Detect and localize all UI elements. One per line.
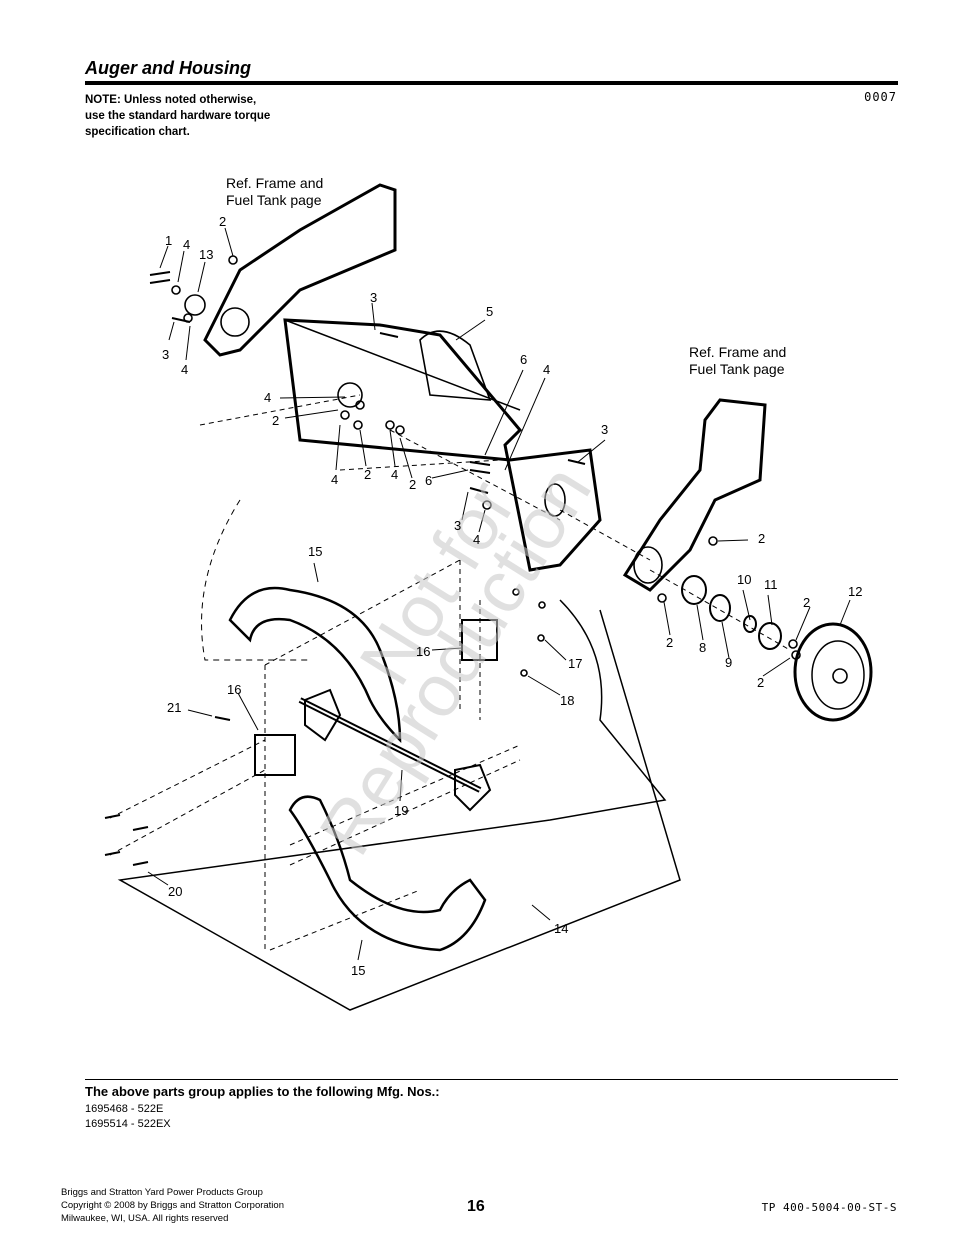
callout: 4 bbox=[183, 237, 190, 252]
page-title: Auger and Housing bbox=[85, 58, 251, 78]
callout: 3 bbox=[370, 290, 377, 305]
callout: 4 bbox=[264, 390, 271, 405]
ref-frame-right-line1: Ref. Frame and bbox=[689, 344, 786, 360]
callout: 2 bbox=[803, 595, 810, 610]
lower-auger-flight bbox=[288, 795, 487, 952]
callout: 9 bbox=[725, 655, 732, 670]
upper-auger-flight bbox=[228, 586, 402, 744]
page-number: 16 bbox=[467, 1198, 485, 1215]
shaft-left-hub bbox=[304, 688, 342, 742]
callout: 16 bbox=[416, 644, 430, 659]
callout: 10 bbox=[737, 572, 751, 587]
note-line: specification chart. bbox=[85, 126, 190, 138]
callout: 2 bbox=[364, 467, 371, 482]
housing-top-edge bbox=[284, 319, 521, 411]
hardware-nuts bbox=[171, 255, 801, 677]
callout: 21 bbox=[167, 700, 181, 715]
title-rule bbox=[85, 81, 898, 85]
callout: 13 bbox=[199, 247, 213, 262]
assembly-guides bbox=[109, 394, 791, 951]
ref-frame-left-line2: Fuel Tank page bbox=[226, 192, 322, 208]
callout: 2 bbox=[758, 531, 765, 546]
exploded-parts-diagram: Ref. Frame and Fuel Tank page Ref. Frame… bbox=[104, 175, 873, 1011]
callout: 3 bbox=[454, 518, 461, 533]
callout: 4 bbox=[391, 467, 398, 482]
housing-outline bbox=[117, 599, 681, 1011]
left-bearing-hole bbox=[220, 307, 250, 337]
callout: 15 bbox=[308, 544, 322, 559]
right-side-plate bbox=[622, 398, 767, 592]
bearing-ring bbox=[743, 615, 757, 633]
section-rule bbox=[85, 1079, 898, 1080]
callout: 3 bbox=[162, 347, 169, 362]
bearing-flange-right bbox=[758, 622, 782, 650]
torque-note: NOTE: Unless noted otherwise, use the st… bbox=[85, 92, 325, 140]
ref-frame-right-line2: Fuel Tank page bbox=[689, 361, 785, 377]
note-line: NOTE: Unless noted otherwise, bbox=[85, 94, 257, 106]
ref-frame-left-line1: Ref. Frame and bbox=[226, 175, 323, 191]
callout: 14 bbox=[554, 921, 568, 936]
right-housing-hole bbox=[544, 483, 566, 517]
callout: 6 bbox=[520, 352, 527, 367]
callout: 3 bbox=[601, 422, 608, 437]
mfg-number: 1695514 - 522EX bbox=[85, 1118, 171, 1130]
callout: 4 bbox=[181, 362, 188, 377]
callout: 16 bbox=[227, 682, 241, 697]
applies-heading: The above parts group applies to the fol… bbox=[85, 1084, 440, 1099]
callout: 2 bbox=[409, 477, 416, 492]
document-number: TP 400-5004-00-ST-S bbox=[761, 1201, 897, 1214]
auger-pulley-outer bbox=[793, 622, 873, 722]
callout: 2 bbox=[219, 214, 226, 229]
housing-left-hole bbox=[337, 382, 363, 408]
callout: 2 bbox=[666, 635, 673, 650]
callout: 11 bbox=[764, 577, 778, 592]
callout: 1 bbox=[165, 233, 172, 248]
callout: 19 bbox=[394, 803, 408, 818]
auger-pulley-inner bbox=[811, 640, 865, 710]
mfg-number: 1695468 - 522E bbox=[85, 1103, 164, 1115]
callout: 2 bbox=[757, 675, 764, 690]
right-bearing-hole bbox=[633, 546, 663, 584]
footer-company-line: Milwaukee, WI, USA. All rights reserved bbox=[61, 1213, 229, 1224]
callout: 15 bbox=[351, 963, 365, 978]
callout: 20 bbox=[168, 884, 182, 899]
leader-lines bbox=[147, 227, 851, 961]
footer-company-line: Briggs and Stratton Yard Power Products … bbox=[61, 1187, 263, 1198]
footer-company-line: Copyright © 2008 by Briggs and Stratton … bbox=[61, 1200, 284, 1211]
drawing-code: 0007 bbox=[864, 90, 897, 104]
bearing bbox=[709, 594, 731, 622]
left-bearing-hub bbox=[184, 294, 206, 316]
callout: 8 bbox=[699, 640, 706, 655]
shaft-right-hub bbox=[454, 763, 492, 812]
callout: 2 bbox=[272, 413, 279, 428]
left-side-plate bbox=[203, 183, 397, 357]
left-bearing-bracket bbox=[254, 734, 296, 776]
callout: 17 bbox=[568, 656, 582, 671]
callout: 4 bbox=[543, 362, 550, 377]
bearing-flange bbox=[681, 575, 707, 605]
diagram-artwork bbox=[104, 183, 873, 1011]
note-line: use the standard hardware torque bbox=[85, 110, 271, 122]
housing-chute-opening bbox=[419, 330, 492, 401]
auger-pulley-hub bbox=[832, 668, 848, 684]
callout: 5 bbox=[486, 304, 493, 319]
housing-back-sheet bbox=[201, 499, 310, 661]
callout: 18 bbox=[560, 693, 574, 708]
footer-company: Briggs and Stratton Yard Power Products … bbox=[61, 1186, 284, 1225]
callout: 4 bbox=[331, 472, 338, 487]
callout: 6 bbox=[425, 473, 432, 488]
callout: 4 bbox=[473, 532, 480, 547]
callout: 12 bbox=[848, 584, 862, 599]
